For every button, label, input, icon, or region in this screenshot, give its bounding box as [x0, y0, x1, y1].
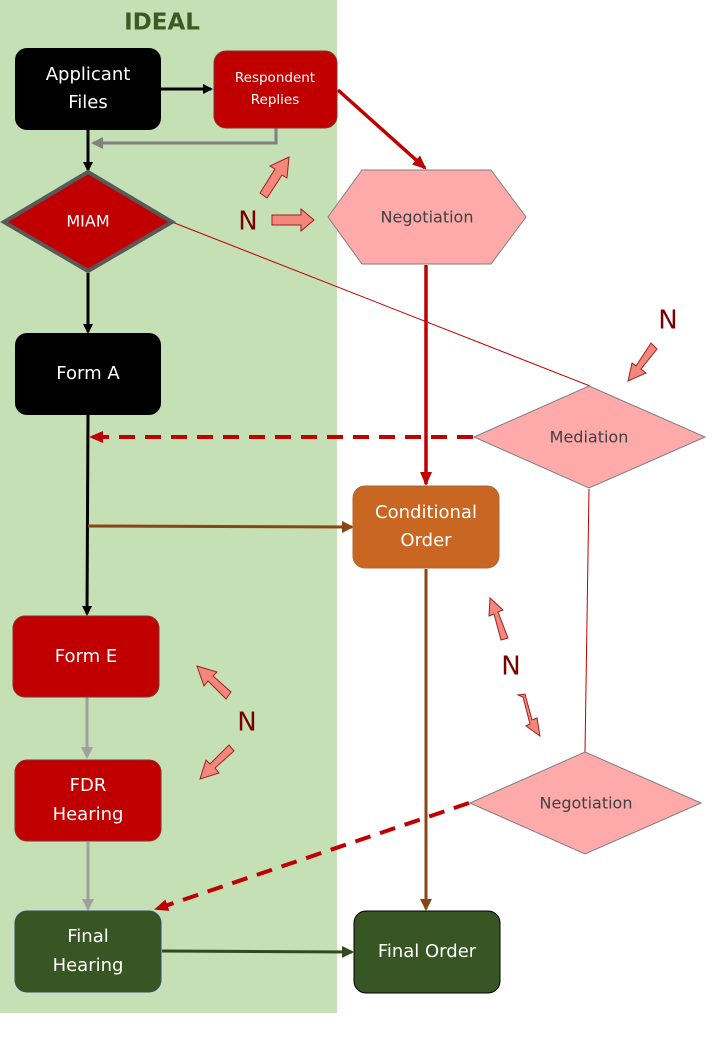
miam-decision-node[interactable]: MIAM	[0, 169, 176, 274]
block-arrow-down-left-icon	[627, 342, 658, 382]
miam-label: MIAM	[66, 212, 109, 231]
respondent-return-arrow	[91, 128, 278, 149]
n-label-2: N	[658, 306, 677, 336]
final-order-label: Final Order	[378, 941, 477, 962]
n-marker-miam: N	[238, 156, 315, 237]
n-marker-conditional: N	[488, 596, 541, 738]
fdr-hearing-line1: FDR	[70, 775, 107, 796]
final-order-node[interactable]: Final Order	[353, 910, 501, 994]
respondent-to-negotiation-arrow	[336, 88, 427, 170]
conditional-order-line1: Conditional	[375, 502, 477, 523]
final-hearing-line2: Hearing	[53, 955, 124, 976]
n-marker-mediation: N	[627, 306, 678, 382]
mediation-label: Mediation	[550, 428, 629, 447]
negotiation-top-node[interactable]: Negotiation	[327, 169, 527, 265]
conditional-order-line2: Order	[400, 530, 452, 551]
fdr-hearing-node[interactable]: FDR Hearing	[14, 759, 162, 842]
n-label-4: N	[237, 708, 256, 738]
ideal-title: IDEAL	[124, 10, 200, 36]
mediation-decision-node[interactable]: Mediation	[472, 385, 707, 489]
block-arrow-down-icon	[516, 693, 541, 738]
applicant-files-line2: Files	[68, 92, 108, 113]
applicant-files-line1: Applicant	[46, 64, 131, 85]
fdr-hearing-line2: Hearing	[53, 804, 124, 825]
block-arrow-right-icon	[271, 207, 315, 233]
conditional-order-node[interactable]: Conditional Order	[352, 485, 500, 569]
final-hearing-to-final-order-arrow	[161, 945, 354, 958]
block-arrow-up-right-icon	[259, 156, 290, 199]
final-hearing-line1: Final	[67, 926, 108, 947]
block-arrow-up-left-icon	[196, 665, 232, 700]
block-arrow-up-icon	[488, 596, 509, 641]
form-a-to-form-e-arrow	[82, 414, 93, 616]
respondent-replies-line2: Replies	[251, 92, 300, 108]
negotiation-to-final-hearing-dashed-arrow	[154, 801, 470, 911]
form-a-label: Form A	[56, 363, 120, 384]
miam-mediation-connector	[171, 221, 591, 387]
negotiation-bottom-node[interactable]: Negotiation	[468, 751, 703, 855]
negotiation-top-label: Negotiation	[381, 208, 474, 227]
respondent-replies-node[interactable]: Respondent Replies	[213, 50, 338, 129]
block-arrow-down-left-icon	[199, 744, 235, 780]
negotiation-bottom-label: Negotiation	[540, 794, 633, 813]
form-e-node[interactable]: Form E	[12, 615, 160, 698]
final-hearing-node[interactable]: Final Hearing	[14, 910, 162, 993]
ideal-lane	[0, 0, 337, 1013]
applicant-files-node[interactable]: Applicant Files	[15, 48, 161, 130]
n-label-1: N	[238, 207, 257, 237]
form-a-node[interactable]: Form A	[15, 333, 161, 415]
n-label-3: N	[501, 652, 520, 682]
form-a-to-conditional-arrow	[87, 520, 354, 533]
mediation-negotiation-connector	[584, 488, 590, 753]
form-e-label: Form E	[55, 646, 117, 667]
respondent-replies-line1: Respondent	[235, 70, 315, 86]
n-marker-form-e: N	[196, 665, 257, 780]
